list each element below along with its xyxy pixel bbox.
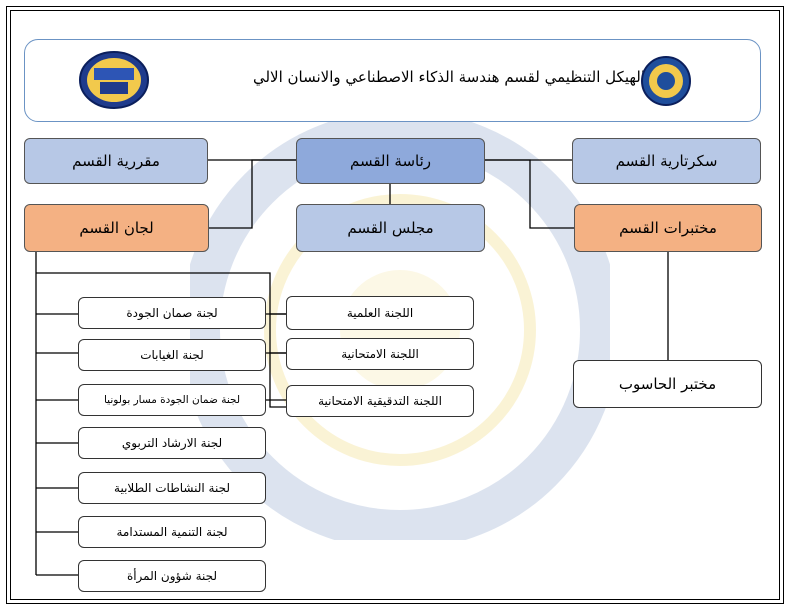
committee-absence-box: لجنة الغيابات — [78, 339, 266, 371]
committee-guidance-box: لجنة الارشاد التربوي — [78, 427, 266, 459]
department-council-box: مجلس القسم — [296, 204, 485, 252]
department-head-box: رئاسة القسم — [296, 138, 485, 184]
department-rapporteur-box: مقررية القسم — [24, 138, 208, 184]
committee-exams-box: اللجنة الامتحانية — [286, 338, 474, 370]
university-logo-icon — [79, 51, 149, 109]
committee-women-affairs-box: لجنة شؤون المرأة — [78, 560, 266, 592]
outer-frame — [6, 6, 784, 604]
department-committees-box: لجان القسم — [24, 204, 209, 252]
committee-student-activities-box: لجنة النشاطات الطلابية — [78, 472, 266, 504]
inner-frame — [10, 10, 780, 600]
computer-lab-box: مختبر الحاسوب — [573, 360, 762, 408]
header-banner: الهيكل التنظيمي لقسم هندسة الذكاء الاصطن… — [24, 39, 761, 122]
department-labs-box: مختبرات القسم — [574, 204, 762, 252]
committee-quality-box: لجنة صمان الجودة — [78, 297, 266, 329]
college-logo-icon — [641, 56, 691, 106]
department-secretariat-box: سكرتارية القسم — [572, 138, 761, 184]
committee-scientific-box: اللجنة العلمية — [286, 296, 474, 330]
committee-bologna-quality-box: لجنة ضمان الجودة مسار بولونيا — [78, 384, 266, 416]
chart-title: الهيكل التنظيمي لقسم هندسة الذكاء الاصطن… — [252, 68, 645, 86]
committee-exam-audit-box: اللجنة التدقيقية الامتحانية — [286, 385, 474, 417]
committee-sustainability-box: لجنة التنمية المستدامة — [78, 516, 266, 548]
